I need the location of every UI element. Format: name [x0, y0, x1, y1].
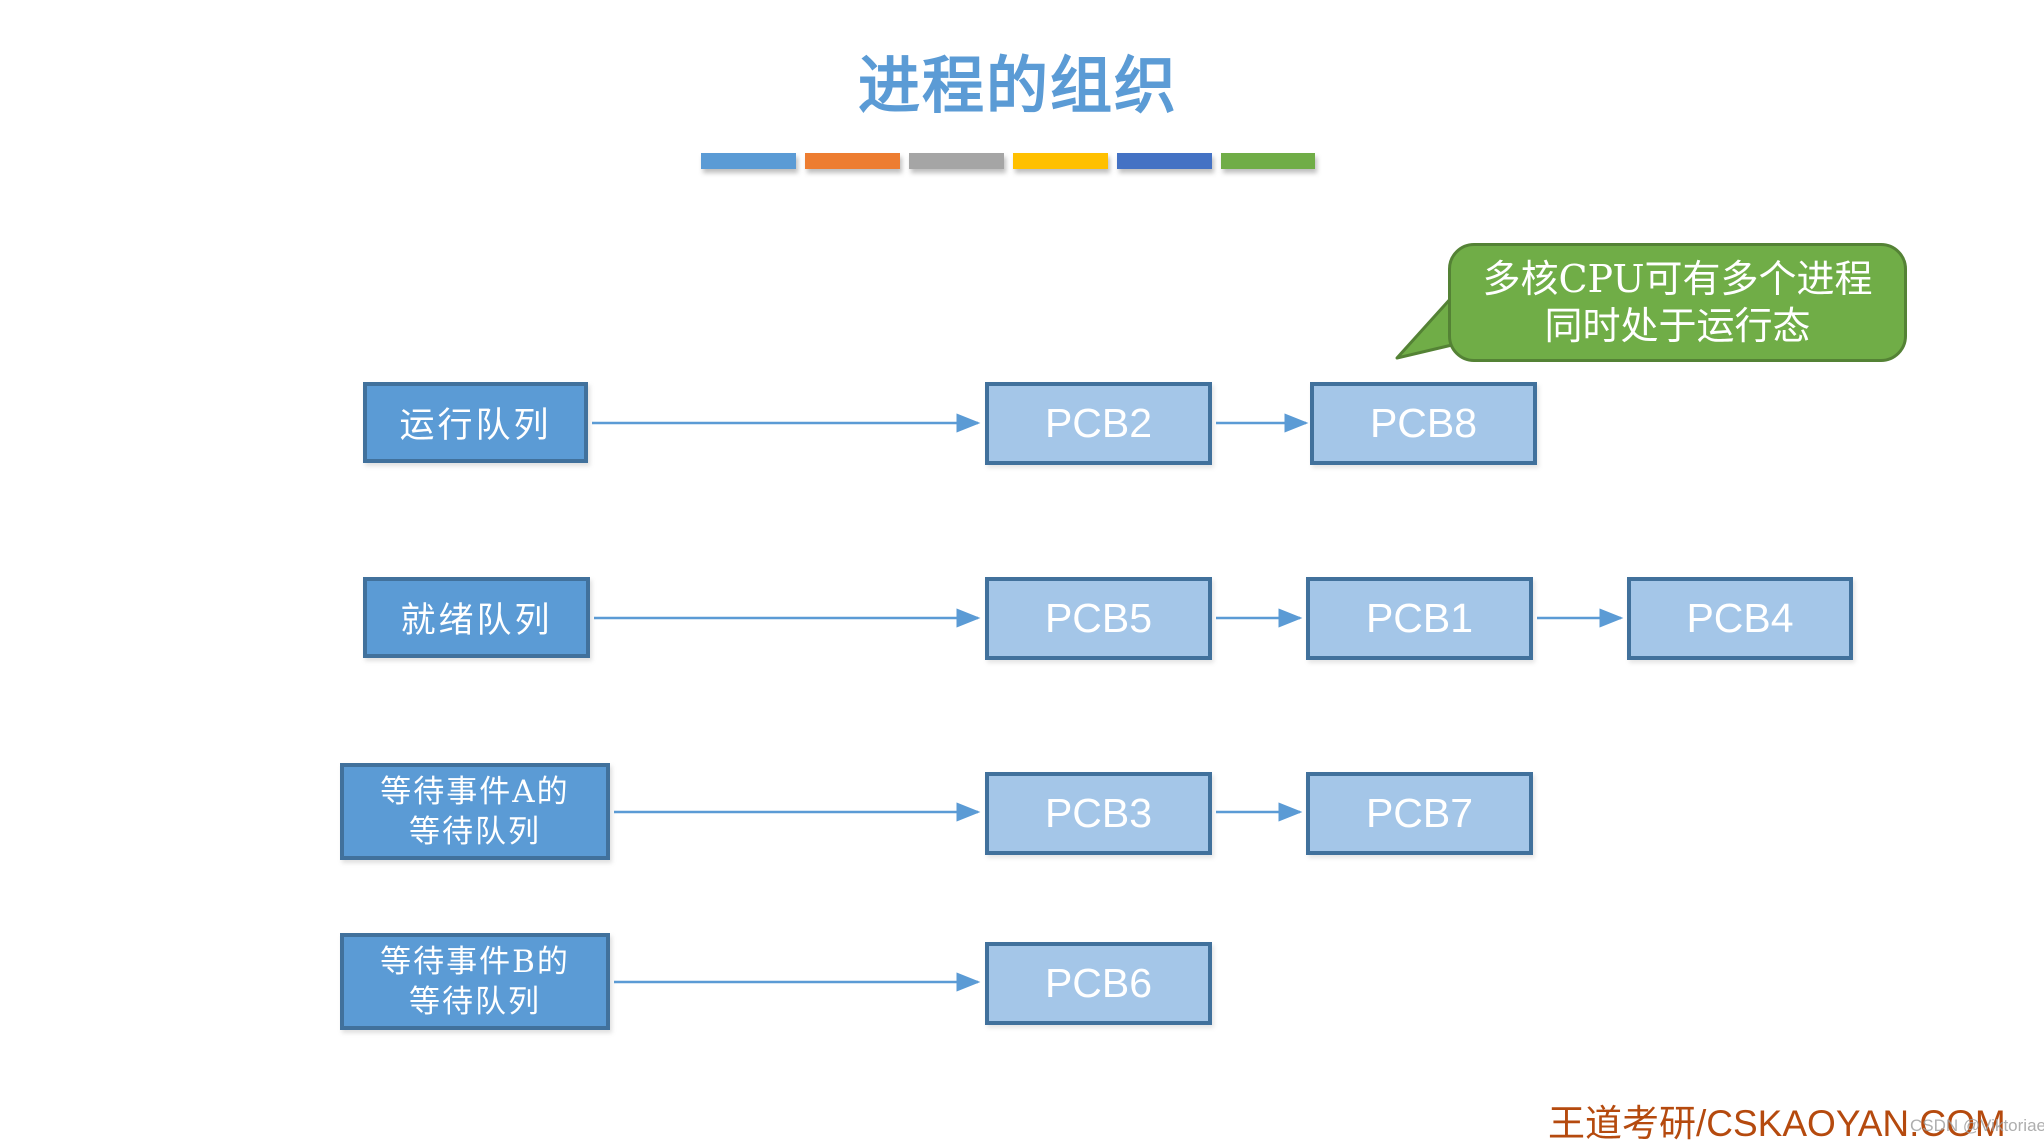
queue-box-wait-a: 等待事件A的 等待队列 — [340, 763, 610, 860]
watermark-brand: 王道考研/CSKAOYAN.COM — [1548, 1103, 2006, 1142]
pcb-label: PCB5 — [1044, 595, 1153, 641]
accent-bar-blue — [701, 153, 796, 169]
callout-line-1: 多核CPU可有多个进程 — [1482, 256, 1873, 301]
pcb-box: PCB1 — [1306, 577, 1533, 660]
accent-bar-orange — [805, 153, 900, 169]
pcb-box: PCB8 — [1310, 382, 1537, 465]
accent-bar-darkblue — [1117, 153, 1212, 169]
pcb-label: PCB7 — [1365, 790, 1474, 836]
accent-bar-row — [701, 153, 1315, 169]
page-title: 进程的组织 — [857, 49, 1178, 122]
pcb-label: PCB8 — [1369, 400, 1478, 446]
callout-line-2: 同时处于运行态 — [1544, 303, 1811, 348]
pcb-box: PCB4 — [1627, 577, 1853, 660]
callout-bubble: 多核CPU可有多个进程 同时处于运行态 — [1448, 243, 1907, 362]
pcb-label: PCB1 — [1365, 595, 1474, 641]
pcb-label: PCB2 — [1044, 400, 1153, 446]
queue-label-line1: 等待事件B的 — [380, 943, 570, 980]
queue-box-ready: 就绪队列 — [363, 577, 590, 658]
pcb-label: PCB4 — [1686, 595, 1794, 641]
accent-bar-gray — [909, 153, 1004, 169]
queue-label-line2: 等待队列 — [409, 813, 541, 850]
queue-box-wait-b: 等待事件B的 等待队列 — [340, 933, 610, 1030]
queue-label-line2: 等待队列 — [409, 983, 541, 1020]
pcb-box: PCB7 — [1306, 772, 1533, 855]
queue-label: 运行队列 — [399, 406, 552, 446]
queue-label: 就绪队列 — [400, 601, 553, 641]
watermark-csdn: CSDN @Viktoriae — [1910, 1116, 2044, 1135]
pcb-label: PCB6 — [1044, 960, 1153, 1006]
accent-bar-yellow — [1013, 153, 1108, 169]
accent-bar-green — [1221, 153, 1315, 169]
pcb-box: PCB6 — [985, 942, 1212, 1025]
pcb-box: PCB5 — [985, 577, 1212, 660]
pcb-box: PCB2 — [985, 382, 1212, 465]
pcb-label: PCB3 — [1044, 790, 1153, 836]
pcb-box: PCB3 — [985, 772, 1212, 855]
callout-tail — [1395, 295, 1454, 360]
queue-label-line1: 等待事件A的 — [380, 773, 570, 810]
queue-box-running: 运行队列 — [363, 382, 588, 463]
